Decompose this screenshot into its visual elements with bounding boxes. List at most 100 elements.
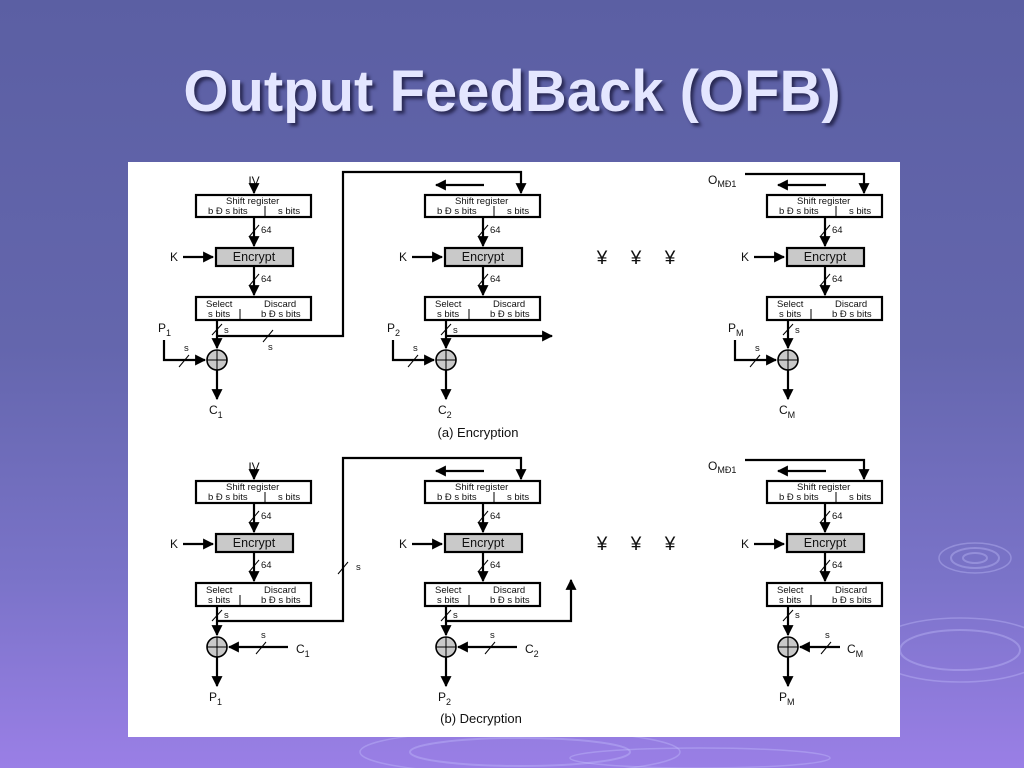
encrypt-label: Encrypt: [804, 250, 847, 264]
dec-stage-2: Shift register b Đ s bits s bits 64 K En…: [399, 465, 577, 726]
width-64-label: 64: [832, 511, 843, 522]
dec-stage-1: IV Shift register b Đ s bits s bits 64 K…: [170, 456, 527, 707]
encrypt-label: Encrypt: [804, 536, 847, 550]
width-64-label: 64: [261, 560, 272, 571]
width-64-label: 64: [490, 511, 501, 522]
plaintext-2-label: P2: [387, 321, 400, 338]
key-label: K: [170, 537, 178, 551]
select-bits: s bits: [779, 595, 801, 606]
select-label: Select: [435, 299, 462, 310]
select-label: Select: [777, 299, 804, 310]
width-s-label: s: [453, 610, 458, 621]
shift-register-label: Shift register: [226, 482, 279, 493]
encryption-caption: (a) Encryption: [438, 425, 519, 440]
width-s-label: s: [224, 325, 229, 336]
select-label: Select: [206, 299, 233, 310]
width-64-label: 64: [261, 225, 272, 236]
discard-label: Discard: [264, 299, 296, 310]
ciphertext-m-input-label: CM: [847, 642, 863, 659]
enc-stage-m: OMĐ1 Shift register b Đ s bits s bits 64…: [708, 172, 884, 420]
plaintext-1-label: P1: [158, 321, 171, 338]
discard-label: Discard: [264, 585, 296, 596]
width-s-label: s: [795, 610, 800, 621]
select-bits: s bits: [208, 595, 230, 606]
discard-label: Discard: [835, 299, 867, 310]
discard-bits: b Đ s bits: [832, 595, 872, 606]
ciphertext-1-label: C1: [209, 403, 223, 420]
select-label: Select: [206, 585, 233, 596]
shift-register-right: s bits: [507, 206, 529, 217]
key-label: K: [399, 537, 407, 551]
select-discard-box: [194, 295, 313, 322]
output-m-minus-1-label: OMĐ1: [708, 459, 736, 475]
width-s-label: s: [490, 630, 495, 641]
select-bits: s bits: [779, 309, 801, 320]
shift-register-label: Shift register: [455, 482, 508, 493]
select-discard-box: [423, 581, 542, 608]
plaintext-2-output-label: P2: [438, 690, 451, 707]
shift-register-left: b Đ s bits: [437, 492, 477, 503]
select-discard-box: [765, 581, 884, 608]
ciphertext-2-label: C2: [438, 403, 452, 420]
shift-register-left: b Đ s bits: [208, 492, 248, 503]
ciphertext-m-label: CM: [779, 403, 795, 420]
width-s-label: s: [825, 630, 830, 641]
width-s-label: s: [261, 630, 266, 641]
width-s-label: s: [755, 343, 760, 354]
encrypt-label: Encrypt: [462, 250, 505, 264]
width-s-label: s: [795, 325, 800, 336]
shift-register-right: s bits: [849, 492, 871, 503]
shift-register-label: Shift register: [797, 196, 850, 207]
plaintext-m-output-label: PM: [779, 690, 795, 707]
select-label: Select: [435, 585, 462, 596]
discard-bits: b Đ s bits: [261, 309, 301, 320]
width-s-label: s: [453, 325, 458, 336]
shift-register-left: b Đ s bits: [437, 206, 477, 217]
ellipsis-mark: ¥: [596, 534, 608, 555]
width-64-label: 64: [490, 560, 501, 571]
encrypt-label: Encrypt: [233, 536, 276, 550]
decryption-caption: (b) Decryption: [440, 711, 522, 726]
ellipsis-mark: ¥: [630, 248, 642, 269]
shift-register-right: s bits: [278, 206, 300, 217]
encrypt-label: Encrypt: [462, 536, 505, 550]
key-label: K: [741, 537, 749, 551]
discard-bits: b Đ s bits: [261, 595, 301, 606]
key-label: K: [399, 250, 407, 264]
dec-stage-m: OMĐ1 Shift register b Đ s bits s bits 64…: [708, 458, 884, 707]
ellipsis-mark: ¥: [630, 534, 642, 555]
select-bits: s bits: [208, 309, 230, 320]
select-label: Select: [777, 585, 804, 596]
iv-label: IV: [248, 174, 259, 188]
shift-register-label: Shift register: [226, 196, 279, 207]
discard-label: Discard: [835, 585, 867, 596]
discard-bits: b Đ s bits: [490, 595, 530, 606]
shift-register-right: s bits: [849, 206, 871, 217]
plaintext-m-label: PM: [728, 321, 744, 338]
iv-label: IV: [248, 460, 259, 474]
key-label: K: [741, 250, 749, 264]
shift-register-right: s bits: [278, 492, 300, 503]
plaintext-1-output-label: P1: [209, 690, 222, 707]
encrypt-label: Encrypt: [233, 250, 276, 264]
width-s-label: s: [413, 343, 418, 354]
discard-bits: b Đ s bits: [832, 309, 872, 320]
output-m-minus-1-label: OMĐ1: [708, 173, 736, 189]
shift-register-label: Shift register: [455, 196, 508, 207]
ellipsis-mark: ¥: [664, 248, 676, 269]
enc-stage-1: IV Shift register b Đ s bits s bits 64 K…: [158, 170, 527, 420]
shift-register-right: s bits: [507, 492, 529, 503]
shift-register-left: b Đ s bits: [779, 492, 819, 503]
discard-label: Discard: [493, 299, 525, 310]
ciphertext-2-input-label: C2: [525, 642, 539, 659]
select-discard-box: [765, 295, 884, 322]
select-discard-box: [194, 581, 313, 608]
select-bits: s bits: [437, 595, 459, 606]
ofb-diagram: IV Shift register b Đ s bits s bits 64 K…: [158, 170, 884, 726]
width-s-label: s: [184, 343, 189, 354]
shift-register-label: Shift register: [797, 482, 850, 493]
slide-title: Output FeedBack (OFB): [183, 59, 841, 124]
width-64-label: 64: [490, 274, 501, 285]
ciphertext-1-input-label: C1: [296, 642, 310, 659]
enc-stage-2: Shift register b Đ s bits s bits 64 K En…: [387, 179, 554, 440]
